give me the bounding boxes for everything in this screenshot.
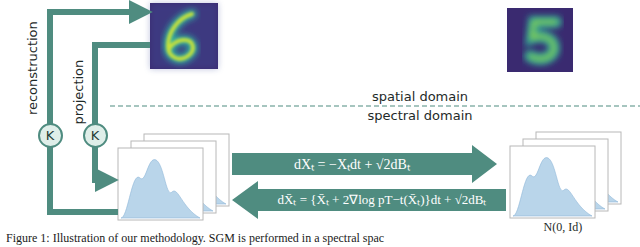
domain-label: spectral domain <box>368 109 473 123</box>
operator-circle: K <box>38 123 63 148</box>
figure-caption: Figure 1: Illustration of our methodolog… <box>6 232 384 245</box>
digit-five <box>530 22 556 59</box>
projection-path <box>95 45 150 180</box>
spatial-image <box>150 3 218 69</box>
domain-label: spatial domain <box>372 90 468 104</box>
backward-sde: dX̄ₜ = {X̄ₜ + 2∇log pT−t(X̄ₜ)}dt + √2dBₜ <box>278 193 487 207</box>
image-noise <box>150 3 218 69</box>
digit-six <box>168 14 193 59</box>
spatial-image <box>507 8 573 72</box>
forward-sde: dXₜ = −Xₜdt + √2dBₜ <box>294 157 410 172</box>
domain-separator <box>110 105 640 106</box>
path-label: projection <box>72 60 86 125</box>
digit-five-halo <box>530 22 556 59</box>
distribution-label: N(0, Id) <box>544 221 583 234</box>
operator-circle: K <box>83 123 108 148</box>
operator-symbol: K <box>91 129 100 142</box>
path-label: reconstruction <box>26 21 40 115</box>
digit-six-halo <box>168 14 193 59</box>
forward-arrow <box>232 145 497 183</box>
backward-arrow <box>232 181 506 219</box>
operator-symbol: K <box>46 129 55 142</box>
